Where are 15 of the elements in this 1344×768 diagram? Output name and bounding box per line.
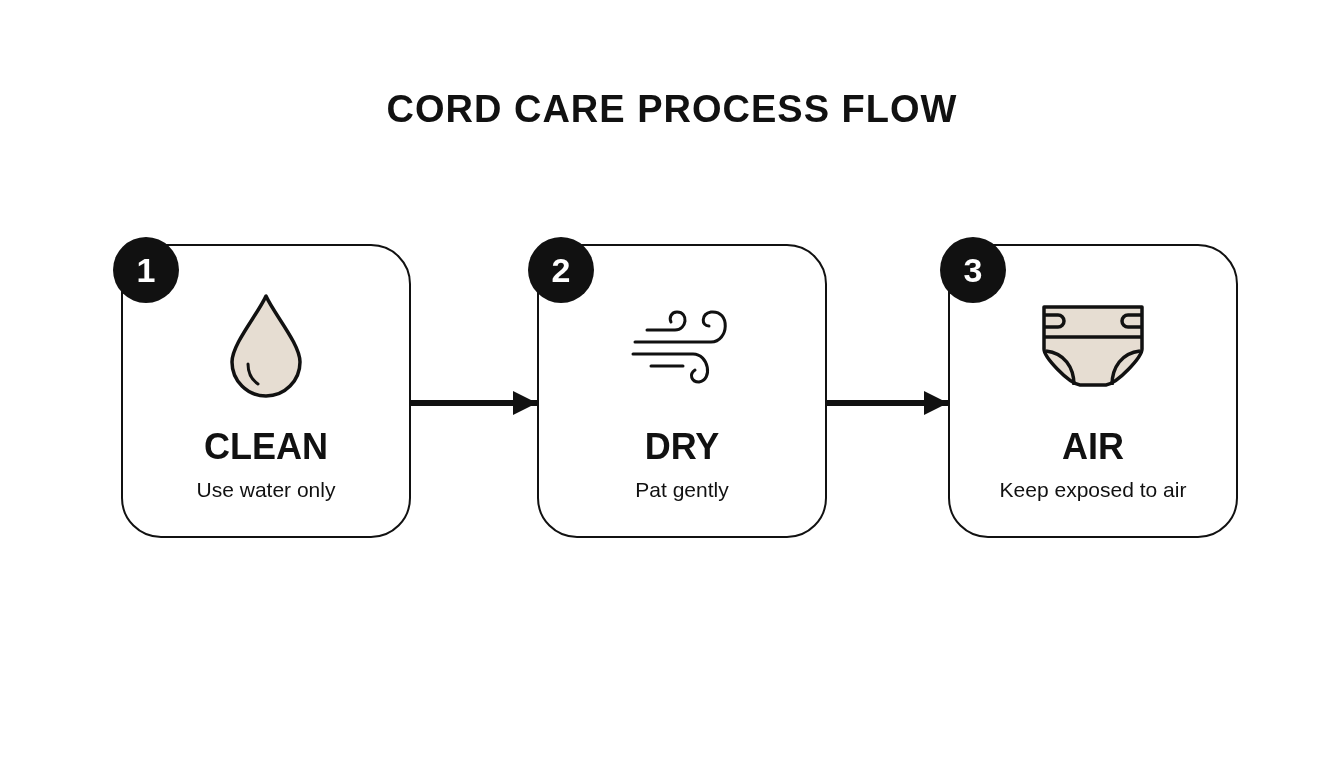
step-card (121, 244, 411, 538)
step-description: Pat gently (635, 478, 729, 501)
step-card (537, 244, 827, 538)
step-card (948, 244, 1238, 538)
step-heading: AIR (1062, 426, 1124, 467)
step-number-badge: 1 (113, 237, 179, 303)
step-number-badge: 3 (940, 237, 1006, 303)
step-heading: CLEAN (204, 426, 328, 467)
step-heading: DRY (644, 426, 720, 467)
arrow (827, 391, 948, 415)
arrow (411, 391, 537, 415)
step-description: Keep exposed to air (999, 478, 1187, 501)
step-number-badge: 2 (528, 237, 594, 303)
diagram-title: CORD CARE PROCESS FLOW (385, 88, 959, 131)
step-description: Use water only (196, 478, 336, 501)
